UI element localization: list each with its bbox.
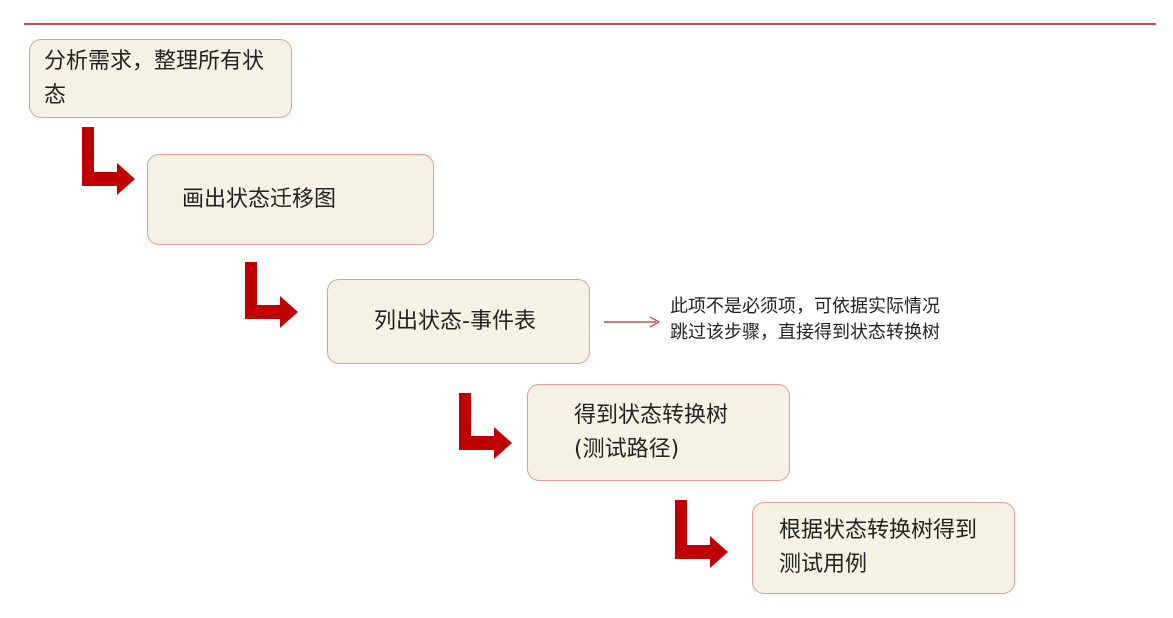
elbow-arrow-4: [675, 500, 728, 568]
step-5-label: 根据状态转换树得到测试用例: [779, 518, 978, 577]
elbow-arrow-2: [245, 262, 298, 328]
elbow-arrow-3: [459, 393, 512, 459]
note-pointer-arrow: [604, 316, 661, 328]
optional-step-note: 此项不是必须项，可依据实际情况 跳过该步骤，直接得到状态转换树: [670, 294, 1030, 346]
step-5-box: 根据状态转换树得到测试用例: [752, 502, 1015, 594]
step-3-box: 列出状态-事件表: [327, 279, 590, 364]
step-4-label: 得到状态转换树(测试路径): [574, 402, 729, 462]
step-1-label: 分析需求，整理所有状态: [44, 48, 265, 108]
elbow-arrow-1: [82, 127, 135, 195]
note-line-1: 此项不是必须项，可依据实际情况: [670, 296, 940, 317]
step-1-box: 分析需求，整理所有状态: [29, 39, 292, 118]
top-divider: [24, 23, 1156, 25]
step-3-label: 列出状态-事件表: [374, 308, 536, 334]
step-2-box: 画出状态迁移图: [147, 154, 434, 245]
step-4-box: 得到状态转换树(测试路径): [527, 384, 790, 481]
note-line-2: 跳过该步骤，直接得到状态转换树: [670, 322, 940, 343]
step-2-label: 画出状态迁移图: [182, 186, 337, 212]
